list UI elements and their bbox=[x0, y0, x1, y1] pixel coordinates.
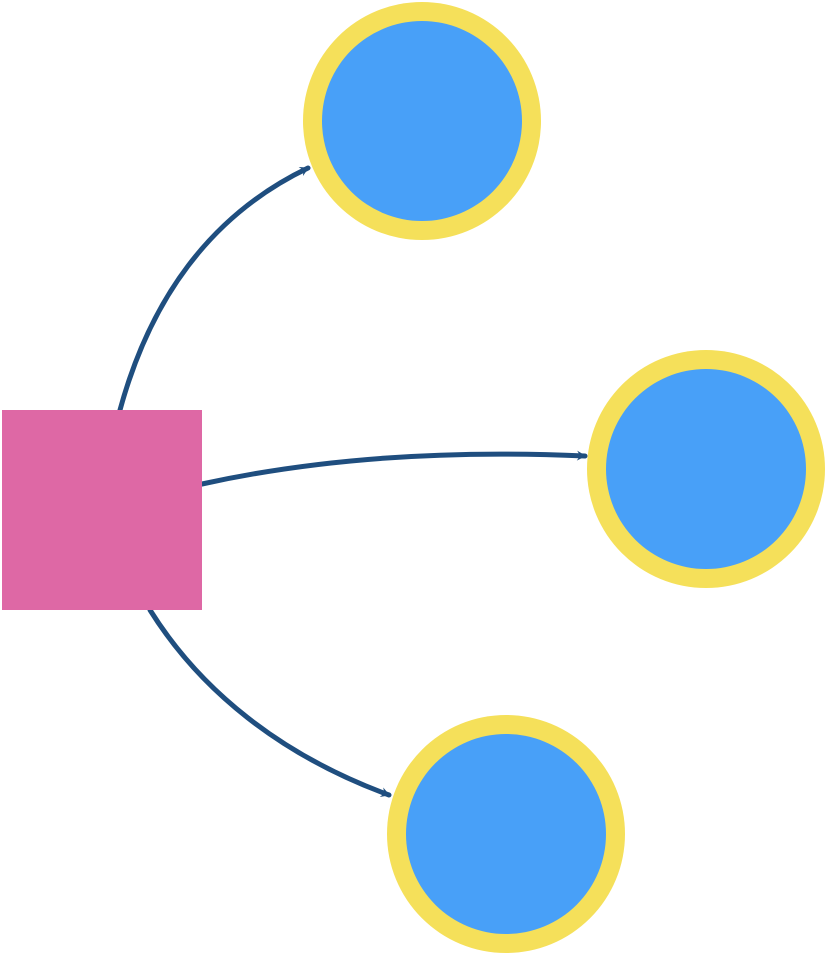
target-node-middle[interactable] bbox=[587, 350, 825, 588]
target-node-middle-fill bbox=[606, 369, 806, 569]
edge-source-to-top bbox=[117, 165, 311, 413]
target-node-top-fill bbox=[322, 21, 522, 221]
source-node-square[interactable] bbox=[2, 410, 202, 610]
target-node-bottom[interactable] bbox=[387, 715, 625, 953]
target-node-top[interactable] bbox=[303, 2, 541, 240]
target-node-bottom-fill bbox=[406, 734, 606, 934]
edge-source-to-bottom bbox=[147, 607, 392, 798]
edge-source-to-middle bbox=[199, 450, 588, 487]
